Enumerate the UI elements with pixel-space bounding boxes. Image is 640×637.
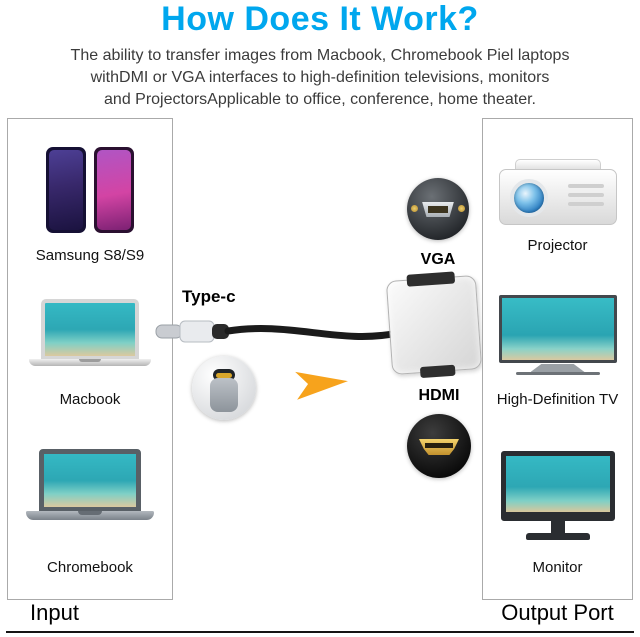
chromebook-screen bbox=[39, 449, 141, 511]
tv-stand bbox=[530, 364, 585, 372]
tv-screen bbox=[498, 295, 617, 363]
projector-vents bbox=[567, 184, 604, 188]
label-samsung-s8-s9: Samsung S8/S9 bbox=[35, 247, 145, 264]
macbook-image bbox=[29, 299, 151, 366]
tv-image bbox=[498, 295, 617, 375]
usb-c-cable-image bbox=[155, 320, 400, 343]
vga-screw-right bbox=[458, 205, 465, 212]
chromebook-image bbox=[26, 449, 154, 520]
vga-plug-shape bbox=[422, 202, 454, 217]
vga-screw-left bbox=[411, 205, 418, 212]
samsung-phones-image bbox=[46, 147, 134, 233]
projector-body bbox=[498, 169, 617, 225]
adapter-image bbox=[385, 271, 483, 379]
phone-s8-image bbox=[46, 147, 86, 233]
macbook-base bbox=[29, 359, 151, 366]
subtitle: The ability to transfer images from Macb… bbox=[0, 45, 640, 111]
monitor-base bbox=[525, 533, 590, 540]
label-high-definition-tv: High-Definition TV bbox=[496, 391, 619, 408]
tv-base bbox=[515, 372, 600, 375]
adapter-hdmi-port bbox=[419, 364, 456, 379]
phone-s9-image bbox=[94, 147, 134, 233]
projector-image bbox=[498, 159, 617, 225]
right-arrow-icon bbox=[295, 371, 348, 400]
subtitle-line-2: withDMI or VGA interfaces to high-defini… bbox=[90, 69, 550, 86]
projector-top bbox=[514, 159, 601, 169]
phone-s8-screen bbox=[49, 150, 83, 230]
label-hdmi: HDMI bbox=[418, 387, 460, 404]
label-type-c: Type-c bbox=[182, 287, 236, 306]
page-title: How Does It Work? bbox=[161, 0, 479, 38]
input-footer-label: Input bbox=[30, 600, 79, 625]
subtitle-line-3: and ProjectorsApplicable to office, conf… bbox=[104, 91, 536, 108]
monitor-image bbox=[500, 451, 615, 540]
hdmi-port-photo bbox=[407, 414, 471, 478]
output-footer-label: Output Port bbox=[501, 600, 614, 625]
monitor-screen bbox=[500, 451, 615, 521]
chromebook-base bbox=[26, 511, 154, 520]
adapter-vga-port bbox=[406, 271, 456, 287]
label-monitor: Monitor bbox=[532, 559, 583, 576]
vga-port-photo bbox=[407, 178, 469, 240]
macbook-screen bbox=[41, 299, 139, 359]
label-macbook: Macbook bbox=[59, 391, 121, 408]
subtitle-line-1: The ability to transfer images from Macb… bbox=[70, 47, 570, 64]
output-panel: Projector High-Definition TV Monitor bbox=[482, 118, 633, 600]
label-chromebook: Chromebook bbox=[47, 559, 133, 576]
bottom-divider bbox=[6, 631, 634, 633]
input-panel: Samsung S8/S9 Macbook Chromebook bbox=[7, 118, 173, 600]
projector-lens bbox=[509, 179, 548, 217]
label-vga: VGA bbox=[420, 251, 456, 268]
usb-c-body bbox=[210, 378, 238, 412]
hdmi-plug-shape bbox=[419, 439, 459, 455]
monitor-neck bbox=[550, 521, 565, 533]
usb-c-connector-photo bbox=[192, 356, 256, 420]
phone-s9-screen bbox=[97, 150, 131, 230]
label-projector: Projector bbox=[527, 237, 588, 254]
